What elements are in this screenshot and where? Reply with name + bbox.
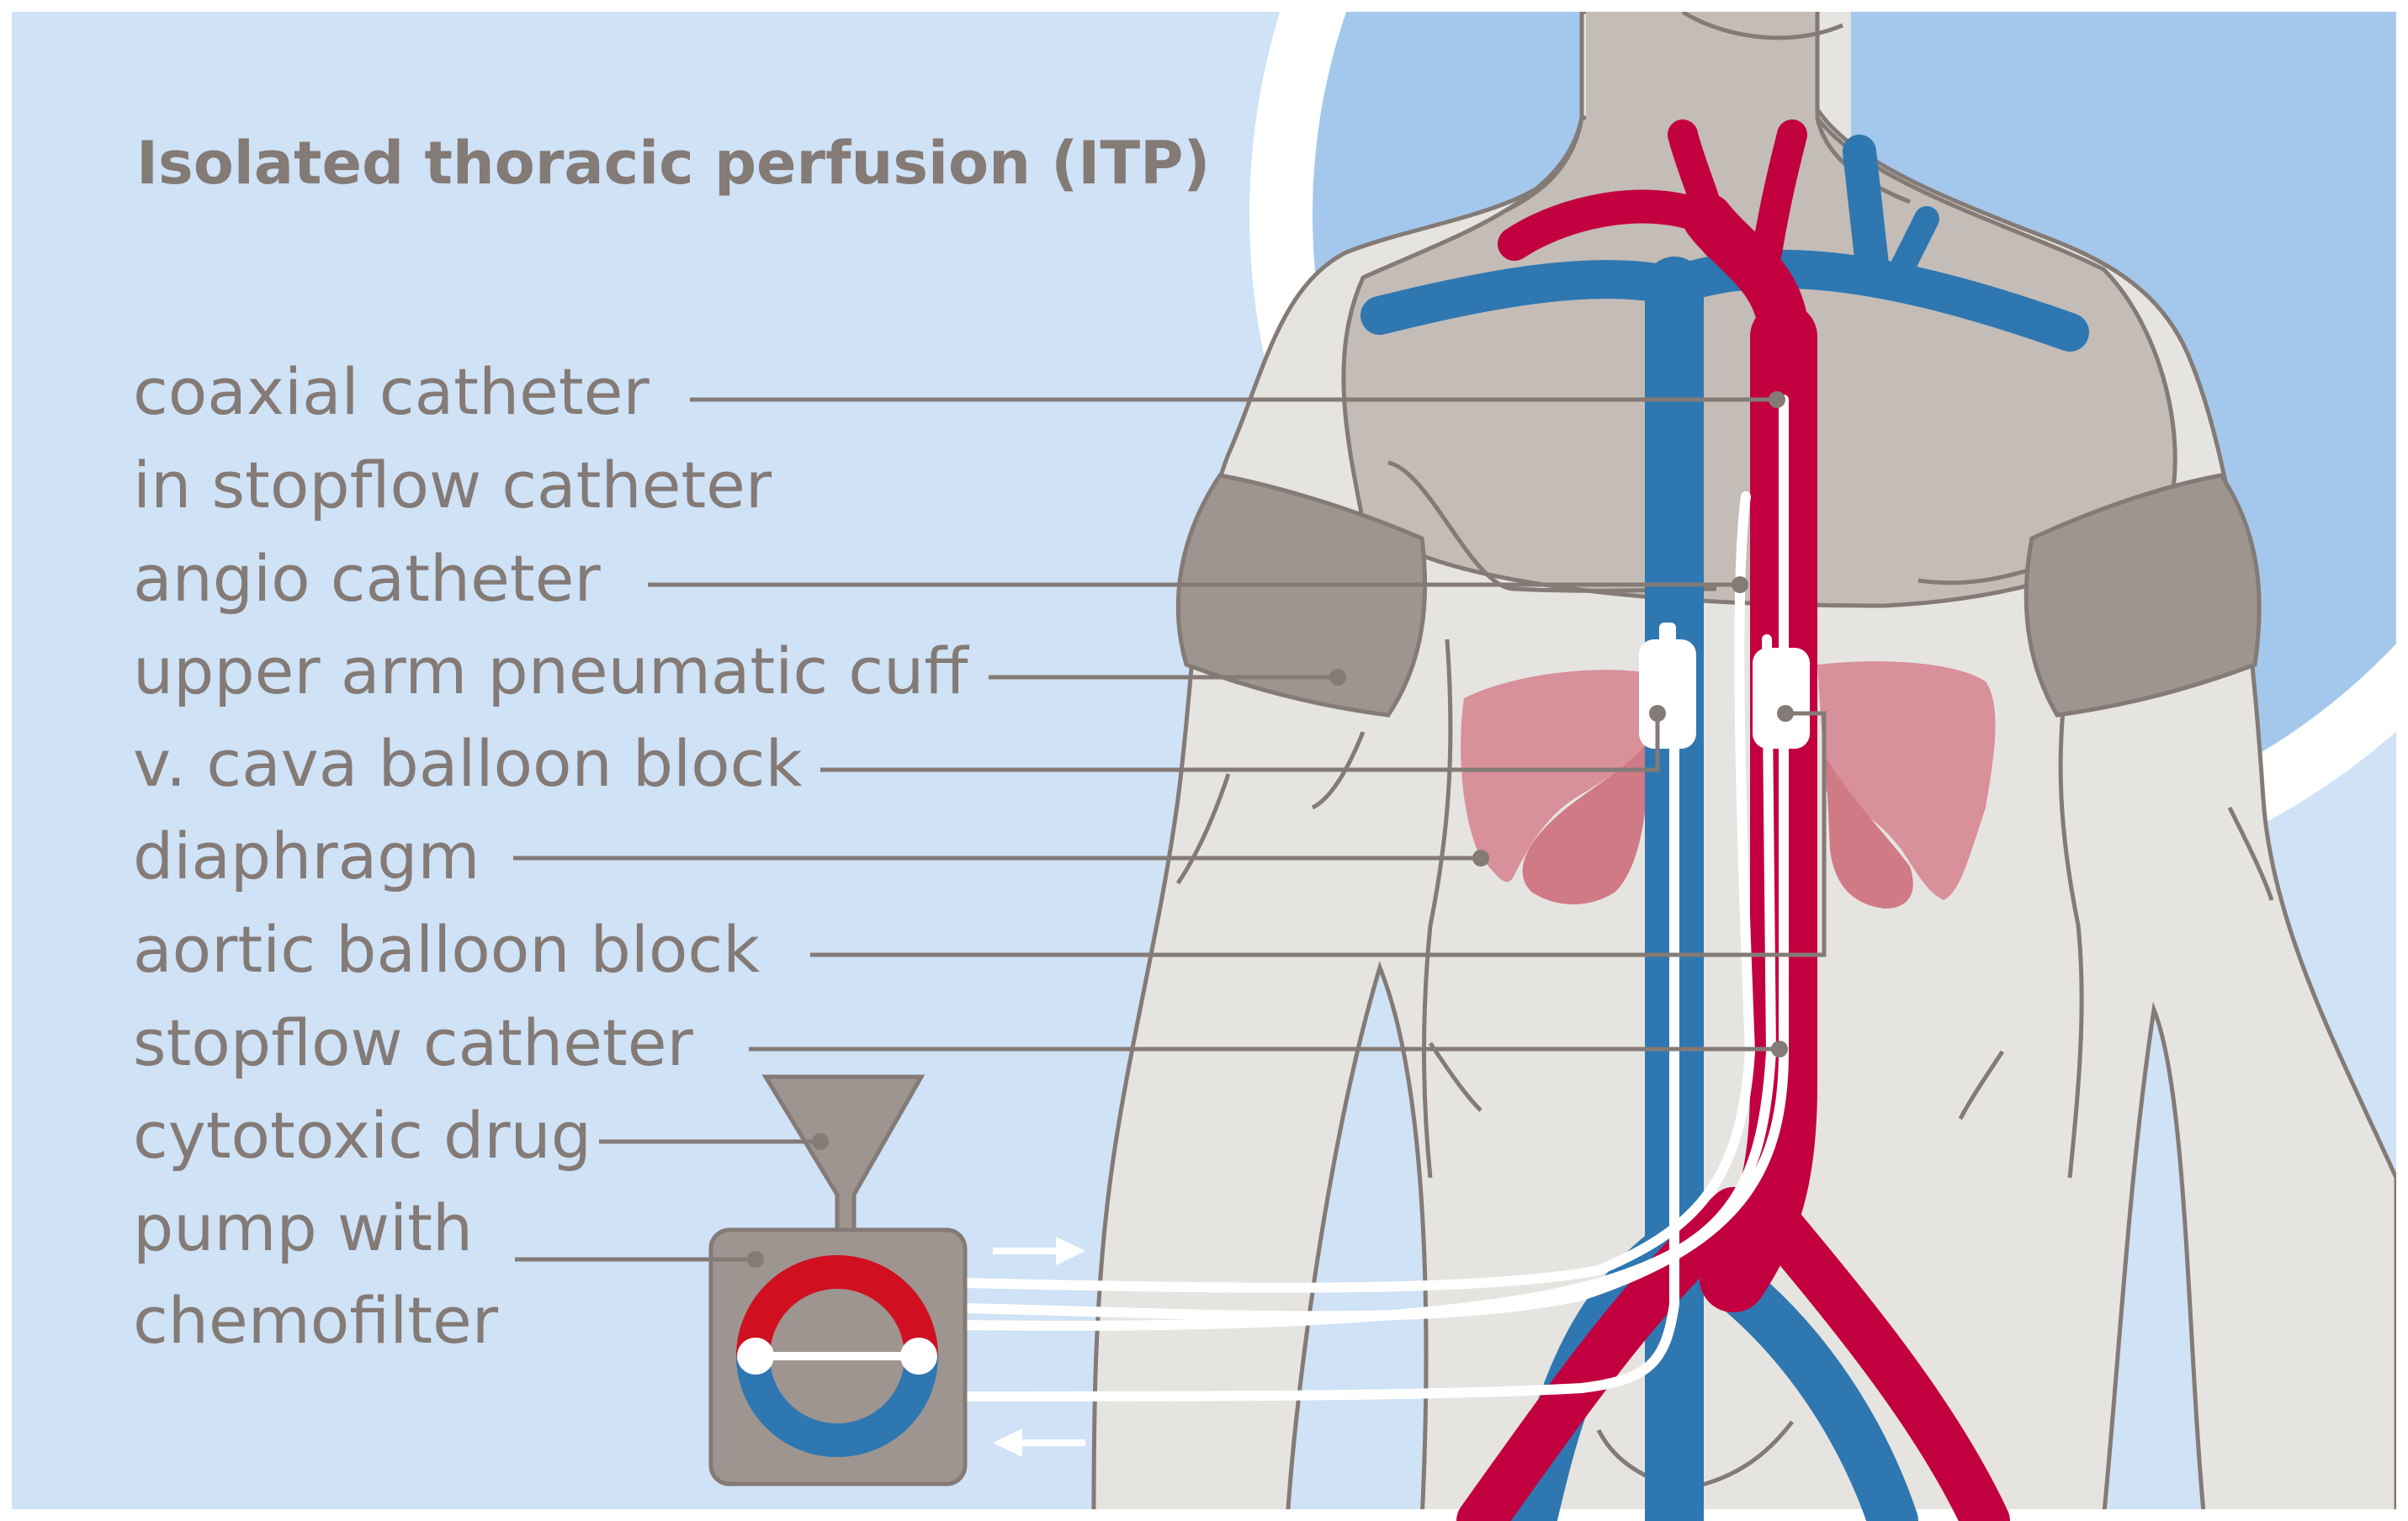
pump-roller-left [737,1338,774,1375]
hip-left [1428,1041,1482,1112]
flow-arrow-out-head [1056,1237,1085,1265]
diagram-title: Isolated thoracic perfusion (ITP) [136,129,1210,198]
torso-line-left [1422,639,1453,1179]
brachiocephalic-vein-right [1655,249,2089,352]
carotid-left [1668,119,1732,259]
label-diaphragm: diaphragm [133,819,480,893]
flow-arrows [993,1237,1085,1457]
label-pump-line2: chemofilter [133,1283,499,1358]
lung-left [1461,670,1649,882]
flow-arrow-in-head [993,1428,1022,1457]
iliac-artery-right [1742,1187,2010,1521]
vein-branch [1889,206,1939,282]
pump-roller-right [900,1338,937,1375]
aortic-balloon [1753,648,1810,749]
stopflow-catheter [954,634,1777,1331]
vcava-balloon-top [1659,623,1676,648]
arm-line-right [2227,806,2274,901]
coaxial-catheter [954,395,1789,1322]
label-in-stopflow-catheter: in stopflow catheter [133,448,772,522]
arm-line-left [1175,773,1231,885]
cuff-left [1175,473,1428,718]
leader-aortic-balloon [810,711,1827,957]
pump-ring-arterial [736,1255,938,1357]
torso-line-right [2058,655,2084,1179]
label-vcava-balloon: v. cava balloon block [133,726,802,801]
leader-vcava-balloon [820,713,1660,772]
subclavian-left [1498,189,1725,261]
pump-with-chemofilter [708,1227,968,1487]
label-cytotoxic-drug: cytotoxic drug [133,1098,591,1173]
neck-outline-left [1504,12,1584,213]
leader-lines [513,397,1827,1262]
jugular-right [1843,135,1889,282]
vcava-balloon-block [1639,623,1696,749]
angio-catheter [954,491,1756,1293]
vcava-balloon [1639,639,1696,749]
vena-cava-catheter [954,660,1679,1402]
lung-right-lobe [1826,757,1913,909]
dot-cuff [1329,669,1346,686]
brachiocephalic-vein-left [1360,260,1694,335]
dot-stopflow-catheter [1771,1041,1788,1057]
dot-aortic-balloon [1777,705,1794,722]
cuff-right [2023,473,2262,718]
dot-cytotoxic-drug [812,1133,829,1150]
lung-right [1817,661,1996,900]
dot-pump [747,1251,764,1268]
label-aortic-balloon: aortic balloon block [133,912,760,987]
label-pump-line1: pump with [133,1190,473,1265]
lung-left-lobe [1522,740,1649,904]
arm-line-left-2 [1311,731,1366,810]
hip-right [1958,1050,2005,1121]
leader-dots [747,391,1794,1268]
label-cuff: upper arm pneumatic cuff [133,633,969,708]
label-coaxial-catheter: coaxial catheter [133,354,650,429]
dot-vcava-balloon [1649,705,1666,722]
aortic-balloon-block [1753,648,1810,749]
neck-front [1586,12,1817,158]
label-stopflow-catheter: stopflow catheter [133,1005,693,1080]
dot-coaxial-catheter [1769,391,1785,408]
pump-ring-venous [736,1355,938,1457]
catheters [954,395,1789,1402]
chin [1681,12,1843,40]
dot-diaphragm [1472,850,1489,866]
dot-angio-catheter [1732,576,1748,593]
carotid-right [1752,119,1807,268]
label-angio-catheter: angio catheter [133,541,601,616]
